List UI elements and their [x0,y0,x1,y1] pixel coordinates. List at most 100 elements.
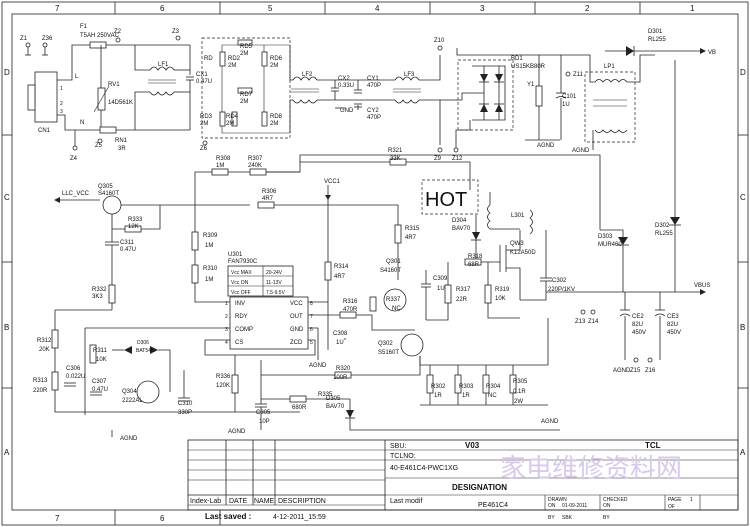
svg-text:2W: 2W [514,399,523,405]
svg-text:GND: GND [290,327,304,333]
svg-text:R309: R309 [203,233,218,239]
svg-text:RD7: RD7 [240,92,253,98]
svg-text:D304: D304 [452,218,467,224]
svg-text:AGND: AGND [572,148,590,154]
bleeder-resistor-group [201,37,291,139]
diode-d305 [346,410,354,418]
svg-text:L: L [75,74,79,80]
svg-text:82U: 82U [632,322,643,328]
svg-text:330P: 330P [178,410,192,416]
resistor-rn1 [99,126,117,134]
svg-text:VCC: VCC [290,301,303,307]
svg-text:2222AL: 2222AL [122,398,143,404]
svg-text:14D561K: 14D561K [108,100,133,106]
svg-text:RV1: RV1 [108,82,120,88]
svg-text:Vcc ON: Vcc ON [231,280,249,286]
bridge-rectifier-bd1: BD1 US15KB80R [440,56,546,131]
svg-text:INV: INV [235,301,245,307]
svg-text:RD2: RD2 [228,56,241,62]
svg-text:AGND: AGND [541,419,559,425]
svg-text:Z6: Z6 [200,146,208,152]
svg-text:1U: 1U [336,340,344,346]
svg-text:R317: R317 [456,287,471,293]
svg-text:Z13: Z13 [575,319,586,325]
grid-row-label: B [4,323,9,332]
ic-u301: U301 FAN7930C Vcc MAX 20-24V Vcc ON 11-1… [225,252,313,350]
svg-text:CY1: CY1 [367,76,379,82]
transistor-q301 [383,288,407,312]
svg-text:2M: 2M [228,63,236,69]
svg-text:4R7: 4R7 [405,235,417,241]
svg-text:470P: 470P [367,115,381,121]
svg-text:11-13V: 11-13V [266,280,282,286]
connector-cn1 [34,71,58,123]
svg-text:C308: C308 [333,331,348,337]
resistor-r306 [257,201,275,209]
svg-text:PE461C4: PE461C4 [478,502,508,509]
svg-text:120K: 120K [216,383,230,389]
svg-text:R314: R314 [334,264,349,270]
svg-text:0.022U: 0.022U [66,374,85,380]
svg-text:R315: R315 [405,226,420,232]
svg-text:Vcc MAX: Vcc MAX [231,270,252,276]
svg-text:2M: 2M [200,121,208,127]
svg-text:2: 2 [225,314,228,320]
svg-text:C307: C307 [92,379,107,385]
svg-text:R318: R318 [468,254,483,260]
svg-text:AGND: AGND [309,363,327,369]
svg-text:4: 4 [225,340,228,346]
resistor-r308 [211,168,229,176]
svg-text:ON: ON [548,503,556,509]
svg-text:AGND: AGND [120,436,138,442]
svg-text:ON: ON [603,503,611,509]
diode-d304 [472,232,480,240]
svg-text:CY2: CY2 [367,108,379,114]
svg-text:CN1: CN1 [38,128,51,134]
svg-text:D302: D302 [655,223,670,229]
svg-text:3: 3 [60,109,63,115]
svg-text:1: 1 [225,301,228,307]
grid-row-label: A [740,448,746,457]
svg-text:20-24V: 20-24V [266,270,283,276]
svg-text:Q304: Q304 [122,389,137,395]
svg-text:2: 2 [60,101,63,107]
capacitor-ce2: CE2 82U 450V [619,292,646,360]
svg-text:U301: U301 [228,252,243,258]
svg-text:BAV70: BAV70 [326,404,345,410]
svg-text:6: 6 [310,327,313,333]
svg-text:C309: C309 [433,276,448,282]
svg-text:C305: C305 [256,410,271,416]
grid-col-label: 1 [690,4,695,13]
svg-text:SBU:: SBU: [390,443,406,450]
svg-text:R302: R302 [431,384,446,390]
svg-text:CHECKED: CHECKED [603,497,628,503]
svg-text:R316: R316 [343,299,358,305]
svg-text:220P/1KV: 220P/1KV [548,287,575,293]
svg-text:RL255: RL255 [648,37,666,43]
svg-text:R307: R307 [248,156,263,162]
hot-label: HOT [425,189,467,211]
svg-text:0.47U: 0.47U [92,387,108,393]
svg-text:RD4: RD4 [226,114,239,120]
svg-text:T5AH 250VAC: T5AH 250VAC [80,33,120,39]
svg-text:AGND: AGND [537,143,555,149]
grid-col-label: 3 [480,4,485,13]
grid-col-label: 6 [160,514,165,523]
resistor-r311 [89,344,97,364]
svg-text:8: 8 [310,301,313,307]
svg-text:C306: C306 [66,366,81,372]
svg-text:220R: 220R [33,388,48,394]
svg-text:Last saved :: Last saved : [205,512,251,521]
svg-text:NC: NC [392,306,401,312]
svg-text:US15KB80R: US15KB80R [511,64,546,70]
svg-text:VCC1: VCC1 [324,179,341,185]
svg-text:7: 7 [310,314,313,320]
svg-text:LLC_VCC: LLC_VCC [62,191,90,197]
choke-lf3: LF3 [360,55,441,145]
svg-text:BY: BY [603,515,610,521]
svg-text:DESIGNATION: DESIGNATION [452,483,507,492]
svg-text:0.47U: 0.47U [196,79,212,85]
svg-text:Z11: Z11 [573,72,584,78]
diode-d303 [618,237,628,245]
svg-text:ZCD: ZCD [290,340,303,346]
